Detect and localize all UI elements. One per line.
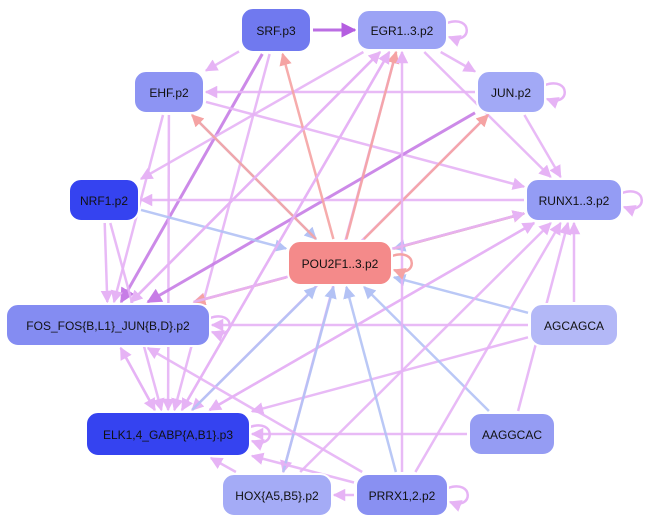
self-loops-layer xyxy=(209,20,643,512)
edge-prrx-to-elk xyxy=(250,452,355,484)
self-loop-runx xyxy=(621,190,643,217)
edge-agc-to-pou xyxy=(392,274,529,315)
node-label: NRF1.p2 xyxy=(80,194,128,208)
edge-aag-to-pou xyxy=(363,286,490,412)
edge-egr-to-jun xyxy=(440,50,477,73)
node-label: ELK1,4_GABP{A,B1}.p3 xyxy=(103,428,233,442)
node-label: FOS_FOS{B,L1}_JUN{B,D}.p2 xyxy=(26,319,190,333)
self-loop-egr xyxy=(446,20,468,47)
node-label: SRF.p3 xyxy=(256,24,296,38)
edge-agc-to-elk xyxy=(250,336,529,415)
self-loop-pou xyxy=(391,253,413,280)
node-box xyxy=(221,473,333,517)
node-box xyxy=(133,70,205,114)
node-label: AGCAGCA xyxy=(544,319,604,333)
edge-srf-to-fos xyxy=(119,53,264,304)
edge-elk-to-egr xyxy=(180,50,391,411)
node-nrf[interactable]: NRF1.p2 xyxy=(68,178,140,222)
node-box xyxy=(356,9,448,51)
node-runx[interactable]: RUNX1..3.p2 xyxy=(525,178,623,222)
node-label: POU2F1..3.p2 xyxy=(302,257,379,271)
node-box xyxy=(5,303,211,347)
edge-jun-to-runx xyxy=(523,114,562,179)
node-box xyxy=(525,178,623,222)
edge-ehf-to-runx xyxy=(205,100,526,190)
edge-pou-to-srf xyxy=(279,52,335,240)
node-elk[interactable]: ELK1,4_GABP{A,B1}.p3 xyxy=(85,411,251,457)
node-label: EGR1..3.p2 xyxy=(371,24,434,38)
node-box xyxy=(240,7,312,53)
node-aag[interactable]: AAGGCAC xyxy=(468,412,556,456)
edge-hox-to-pou xyxy=(281,285,337,473)
edge-prrx-to-fos xyxy=(146,346,363,474)
node-box xyxy=(68,178,140,222)
node-pou[interactable]: POU2F1..3.p2 xyxy=(287,240,393,286)
node-egr[interactable]: EGR1..3.p2 xyxy=(356,9,448,51)
edge-hox-to-elk xyxy=(209,456,237,474)
edge-elk-to-runx xyxy=(208,221,536,412)
self-loop-fos xyxy=(209,315,231,342)
node-label: RUNX1..3.p2 xyxy=(539,194,610,208)
self-loop-prrx xyxy=(447,485,469,512)
edge-pou-to-jun xyxy=(363,114,489,240)
node-label: HOX{A5,B5}.p2 xyxy=(235,489,319,503)
node-box xyxy=(355,473,449,517)
node-box xyxy=(85,411,251,457)
edge-jun-to-fos xyxy=(146,111,476,304)
node-jun[interactable]: JUN.p2 xyxy=(476,70,546,114)
node-srf[interactable]: SRF.p3 xyxy=(240,7,312,53)
node-box xyxy=(476,70,546,114)
edge-srf-to-ehf xyxy=(204,50,240,72)
self-loop-elk xyxy=(249,424,271,451)
node-label: EHF.p2 xyxy=(149,86,189,100)
edge-fos-to-egr xyxy=(130,51,381,303)
node-fos[interactable]: FOS_FOS{B,L1}_JUN{B,D}.p2 xyxy=(5,303,211,347)
edges-layer xyxy=(100,22,581,502)
edge-prrx-to-runx xyxy=(414,221,562,473)
node-box xyxy=(287,240,393,286)
node-box xyxy=(529,303,619,347)
edge-hox-to-runx xyxy=(299,222,552,473)
edge-elk-to-pou xyxy=(191,286,317,411)
node-box xyxy=(468,412,556,456)
node-label: JUN.p2 xyxy=(491,86,531,100)
edge-prrx-to-pou xyxy=(343,285,398,473)
node-ehf[interactable]: EHF.p2 xyxy=(133,70,205,114)
edge-pou-to-egr xyxy=(345,50,400,240)
self-loop-jun xyxy=(544,82,566,109)
node-hox[interactable]: HOX{A5,B5}.p2 xyxy=(221,473,333,517)
node-prrx[interactable]: PRRX1,2.p2 xyxy=(355,473,449,517)
edge-elk-to-fos xyxy=(119,346,156,411)
node-agc[interactable]: AGCAGCA xyxy=(529,303,619,347)
edge-nrf-to-pou xyxy=(140,208,288,252)
edge-nrf-to-fos xyxy=(100,222,114,304)
node-label: PRRX1,2.p2 xyxy=(369,489,436,503)
node-label: AAGGCAC xyxy=(482,428,542,442)
